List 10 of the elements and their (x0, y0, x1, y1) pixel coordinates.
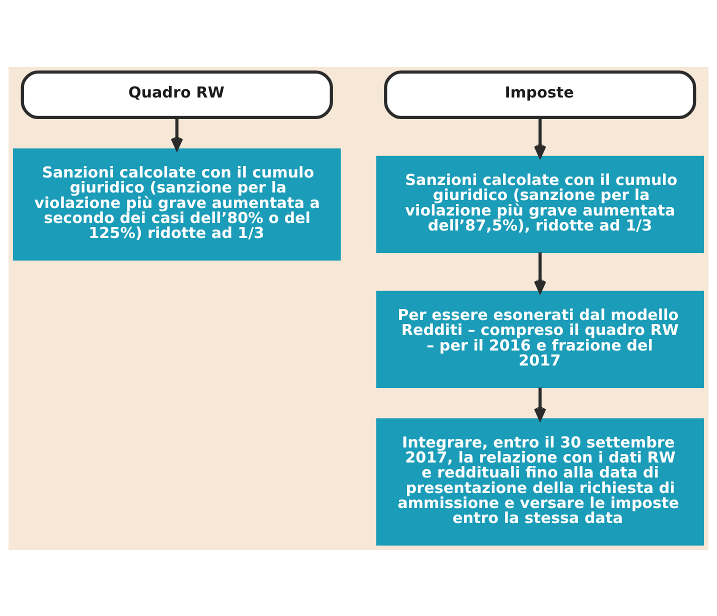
node-box: Per essere esonerati dal modello Redditi – compreso il quadro RW – per il 2016 e frazione del 2017 (376, 290, 704, 388)
arrow (534, 252, 546, 292)
node-box: Quadro RW (20, 70, 333, 119)
node-box: Sanzioni calcolate con il cumulo giuridico (sanzione per la violazione più grave aumentata a secondo dei casi dell’80% o del 125%) ridotte ad 1/3 (12, 148, 341, 260)
node-box: Sanzioni calcolate con il cumulo giuridico (sanzione per la violazione più grave aumentata dell’87,5%), ridotte ad 1/3 (376, 155, 704, 252)
arrow (170, 117, 184, 150)
node-box: Integrare, entro il 30 settembre 2017, la relazione con i dati RW e reddituali fino alla data di presentazione della richiesta di ammissione e versare le imposte entro la stessa data (376, 418, 704, 546)
arrow (534, 117, 546, 158)
arrow (534, 387, 546, 420)
node-box: Imposte (384, 70, 696, 119)
